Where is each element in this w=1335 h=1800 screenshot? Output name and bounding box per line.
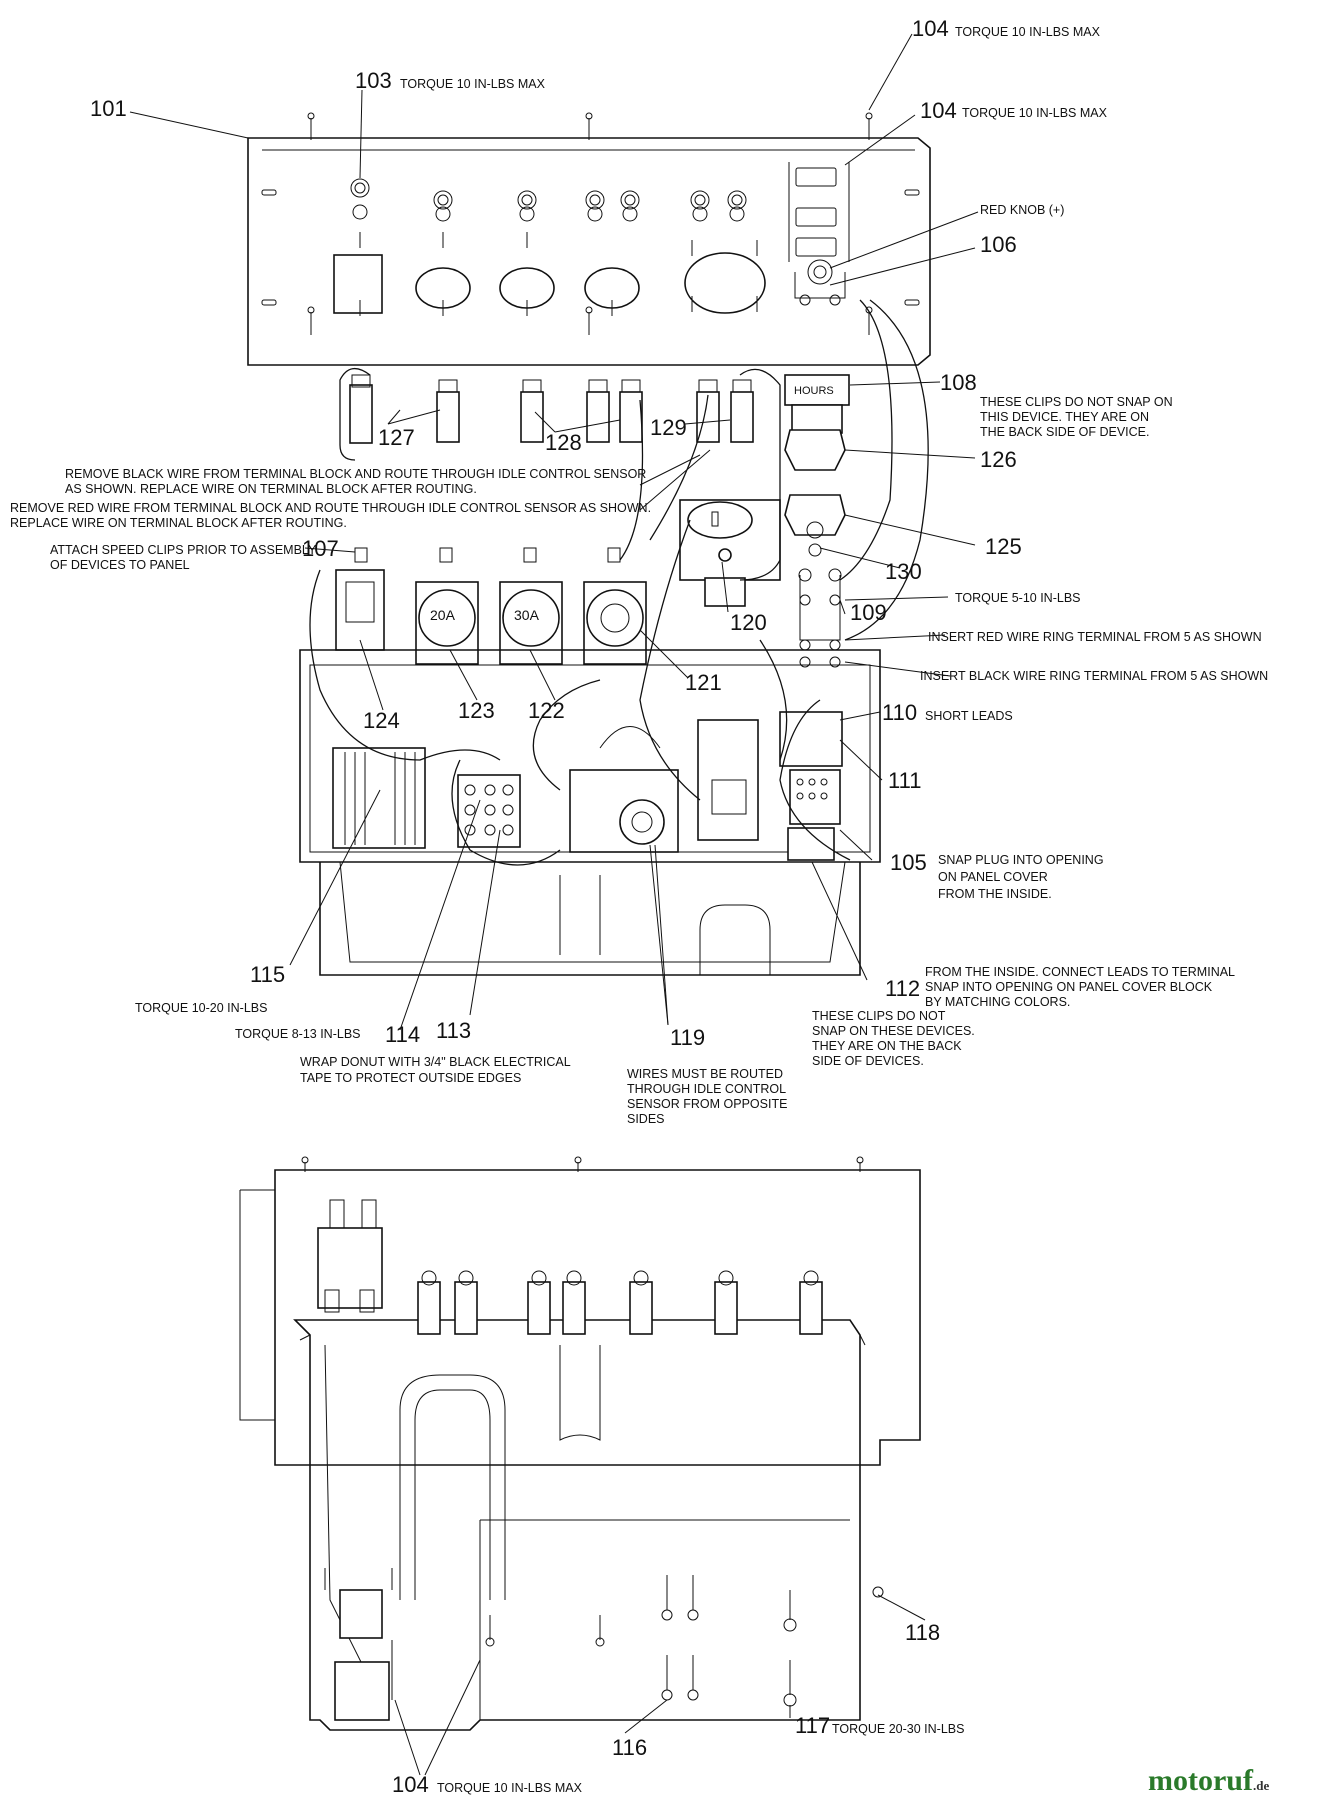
r30-label: 30A	[514, 607, 540, 623]
note-line: THROUGH IDLE CONTROL	[627, 1082, 786, 1096]
note-line: SIDES	[627, 1112, 665, 1126]
wiring	[309, 299, 929, 866]
brand-name: motoruf.de	[1148, 1764, 1269, 1797]
note-wrap-donut: WRAP DONUT WITH 3/4" BLACK ELECTRICAL TA…	[300, 1055, 574, 1085]
note-line: AS SHOWN. REPLACE WIRE ON TERMINAL BLOCK…	[65, 482, 477, 496]
callout-118: 118	[905, 1620, 940, 1645]
note-clips-devices: THESE CLIPS DO NOT SNAP ON THESE DEVICES…	[812, 1009, 978, 1068]
note-line: REMOVE BLACK WIRE FROM TERMINAL BLOCK AN…	[65, 467, 646, 481]
speed-clips	[354, 547, 621, 563]
callout-120: 120	[730, 610, 767, 635]
callout-128: 128	[545, 430, 582, 455]
callout-119: 119	[670, 1025, 705, 1050]
note-line: REMOVE RED WIRE FROM TERMINAL BLOCK AND …	[10, 501, 651, 515]
note-line: SNAP PLUG INTO OPENING	[938, 853, 1104, 867]
callout-115: 115	[250, 962, 285, 987]
note-line: OF DEVICES TO PANEL	[50, 558, 190, 572]
callout-130: 130	[885, 559, 922, 584]
callout-126: 126	[980, 447, 1017, 472]
note-line: REPLACE WIRE ON TERMINAL BLOCK AFTER ROU…	[10, 516, 347, 530]
callout-112: 112	[885, 976, 920, 1001]
brand-watermark: motoruf.de	[1148, 1764, 1269, 1797]
note-remove-black: REMOVE BLACK WIRE FROM TERMINAL BLOCK AN…	[65, 467, 650, 496]
note-line: THIS DEVICE. THEY ARE ON	[980, 410, 1149, 424]
brand-suffix: .de	[1253, 1778, 1269, 1793]
note-insert-red: INSERT RED WIRE RING TERMINAL FROM 5 AS …	[928, 630, 1262, 644]
control-panel	[247, 112, 931, 366]
note-line: FROM THE INSIDE.	[938, 887, 1052, 901]
callout-121: 121	[685, 670, 722, 695]
note-103: TORQUE 10 IN-LBS MAX	[400, 77, 546, 91]
note-wires-routed: WIRES MUST BE ROUTED THROUGH IDLE CONTRO…	[627, 1067, 791, 1126]
callout-104: 104	[920, 98, 957, 123]
note-line: SENSOR FROM OPPOSITE	[627, 1097, 787, 1111]
note-short-leads: SHORT LEADS	[925, 709, 1013, 723]
note-line: SIDE OF DEVICES.	[812, 1054, 924, 1068]
callout-111: 111	[888, 768, 921, 793]
note-torque-8-13: TORQUE 8-13 IN-LBS	[235, 1027, 361, 1041]
note-104a: TORQUE 10 IN-LBS MAX	[955, 25, 1101, 39]
callout-104: 104	[912, 16, 949, 41]
note-line: ATTACH SPEED CLIPS PRIOR TO ASSEMBLY	[50, 543, 317, 557]
note-line: SNAP ON THESE DEVICES.	[812, 1024, 975, 1038]
note-line: WRAP DONUT WITH 3/4" BLACK ELECTRICAL	[300, 1055, 571, 1069]
r20-label: 20A	[430, 607, 456, 623]
breaker-row	[349, 374, 754, 444]
note-line: THESE CLIPS DO NOT SNAP ON	[980, 395, 1173, 409]
brand-name-text: motoruf	[1148, 1764, 1254, 1797]
callout-117: 117	[795, 1713, 830, 1738]
callout-110: 110	[882, 700, 917, 725]
callout-114: 114	[385, 1022, 420, 1047]
callout-109: 109	[850, 600, 887, 625]
note-line: ON PANEL COVER	[938, 870, 1048, 884]
callout-numbers: 101 103 104 104 106 108 127 128 129 126 …	[90, 16, 1022, 1797]
callout-127: 127	[378, 425, 415, 450]
note-snap-plug: SNAP PLUG INTO OPENING ON PANEL COVER FR…	[938, 853, 1107, 901]
note-line: WIRES MUST BE ROUTED	[627, 1067, 783, 1081]
note-line: THESE CLIPS DO NOT	[812, 1009, 946, 1023]
receptacles: 20A 30A	[335, 499, 781, 665]
callout-125: 125	[985, 534, 1022, 559]
note-attach-clips: ATTACH SPEED CLIPS PRIOR TO ASSEMBLY OF …	[50, 543, 320, 572]
callout-106: 106	[980, 232, 1017, 257]
note-line: BY MATCHING COLORS.	[925, 995, 1070, 1009]
callout-129: 129	[650, 415, 687, 440]
note-line: THE BACK SIDE OF DEVICE.	[980, 425, 1149, 439]
note-from-inside: FROM THE INSIDE. CONNECT LEADS TO TERMIN…	[925, 965, 1238, 1009]
callout-108: 108	[940, 370, 977, 395]
leader-lines	[129, 33, 979, 1776]
note-line: THEY ARE ON THE BACK	[812, 1039, 962, 1053]
note-torque-5-10: TORQUE 5-10 IN-LBS	[955, 591, 1081, 605]
callout-124: 124	[363, 708, 400, 733]
callout-113: 113	[436, 1018, 471, 1043]
annotation-notes: TORQUE 10 IN-LBS MAX TORQUE 10 IN-LBS MA…	[10, 25, 1268, 1795]
note-remove-red: REMOVE RED WIRE FROM TERMINAL BLOCK AND …	[10, 501, 655, 530]
callout-122: 122	[528, 698, 565, 723]
note-insert-black: INSERT BLACK WIRE RING TERMINAL FROM 5 A…	[920, 669, 1268, 683]
note-torque-10-20: TORQUE 10-20 IN-LBS	[135, 1001, 267, 1015]
hours-label: HOURS	[794, 385, 834, 397]
note-clips-device: THESE CLIPS DO NOT SNAP ON THIS DEVICE. …	[980, 395, 1176, 439]
note-torque-20-30: TORQUE 20-30 IN-LBS	[832, 1722, 964, 1736]
callout-105: 105	[890, 850, 927, 875]
note-line: FROM THE INSIDE. CONNECT LEADS TO TERMIN…	[925, 965, 1235, 979]
note-104c: TORQUE 10 IN-LBS MAX	[437, 1781, 583, 1795]
note-line: TAPE TO PROTECT OUTSIDE EDGES	[300, 1071, 521, 1085]
callout-107: 107	[302, 536, 339, 561]
callout-103: 103	[355, 68, 392, 93]
terminal-parts	[784, 429, 846, 557]
callout-104: 104	[392, 1772, 429, 1797]
callout-101: 101	[90, 96, 127, 121]
note-red-knob: RED KNOB (+)	[980, 203, 1064, 217]
note-line: SNAP INTO OPENING ON PANEL COVER BLOCK	[925, 980, 1213, 994]
callout-116: 116	[612, 1735, 647, 1760]
note-104b: TORQUE 10 IN-LBS MAX	[962, 106, 1108, 120]
hour-meter: HOURS	[784, 374, 850, 434]
lower-assembly	[239, 1156, 921, 1731]
callout-123: 123	[458, 698, 495, 723]
